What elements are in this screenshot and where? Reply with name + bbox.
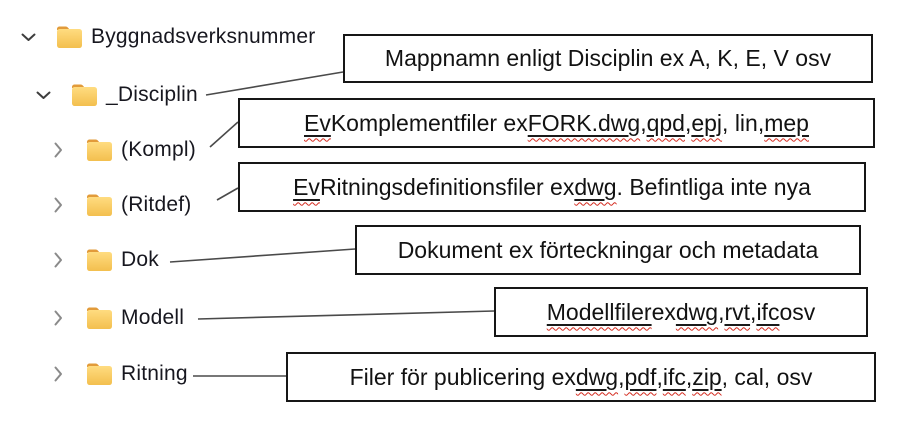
tree-item-dok[interactable]: Dok — [48, 240, 159, 280]
tree-item-label: Modell — [121, 306, 185, 329]
folder-icon — [85, 306, 113, 330]
tree-item-label: (Ritdef) — [121, 193, 192, 216]
chevron-down-icon[interactable] — [33, 91, 53, 100]
tree-item-disciplin[interactable]: _Disciplin — [33, 75, 198, 115]
folder-icon — [85, 362, 113, 386]
tree-item-modell[interactable]: Modell — [48, 298, 184, 338]
tree-item-label: _Disciplin — [106, 83, 198, 106]
tree-item-kompl[interactable]: (Kompl) — [48, 130, 196, 170]
callout-modell: Modellfiler ex dwg, rvt, ifc osv — [494, 287, 868, 337]
chevron-down-icon[interactable] — [18, 33, 38, 42]
callout-dok: Dokument ex förteckningar och metadata — [355, 225, 861, 275]
callout-ritdef: Ev Ritningsdefinitionsfiler ex dwg. Befi… — [238, 162, 866, 212]
folder-icon — [85, 138, 113, 162]
callout-disciplin: Mappnamn enligt Disciplin ex A, K, E, V … — [343, 34, 873, 83]
folder-icon — [55, 25, 83, 49]
chevron-right-icon[interactable] — [48, 252, 68, 268]
tree-item-ritning[interactable]: Ritning — [48, 354, 188, 394]
chevron-right-icon[interactable] — [48, 142, 68, 158]
callout-ritning: Filer för publicering ex dwg, pdf, ifc, … — [286, 352, 876, 402]
tree-item-byggnadsverksnummer[interactable]: Byggnadsverksnummer — [18, 17, 315, 57]
tree-item-label: Dok — [121, 248, 159, 271]
chevron-right-icon[interactable] — [48, 310, 68, 326]
folder-icon — [85, 248, 113, 272]
tree-item-ritdef[interactable]: (Ritdef) — [48, 185, 191, 225]
folder-icon — [85, 193, 113, 217]
tree-item-label: Byggnadsverksnummer — [91, 25, 316, 48]
callout-kompl: Ev Komplementfiler ex FORK.dwg, qpd, epj… — [238, 98, 875, 148]
chevron-right-icon[interactable] — [48, 366, 68, 382]
tree-item-label: Ritning — [121, 362, 188, 385]
chevron-right-icon[interactable] — [48, 197, 68, 213]
folder-icon — [70, 83, 98, 107]
tree-item-label: (Kompl) — [121, 138, 196, 161]
